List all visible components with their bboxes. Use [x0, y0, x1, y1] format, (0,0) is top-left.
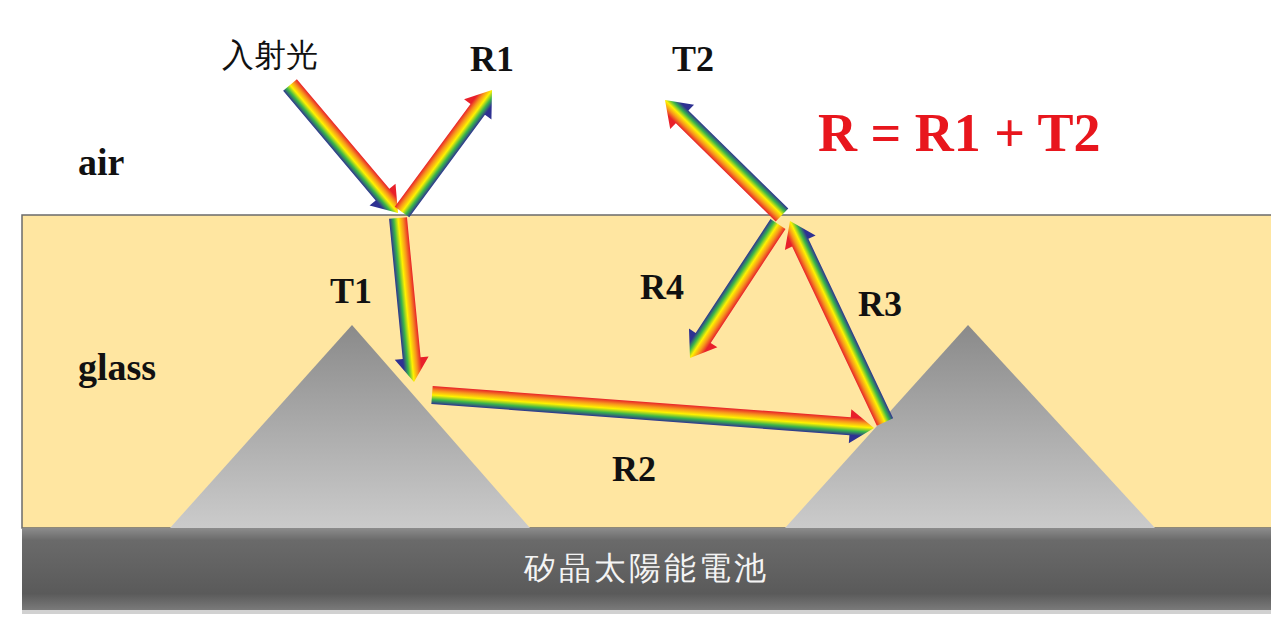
ray-label: R1: [470, 38, 514, 80]
solar-cell-layer: [22, 528, 1271, 610]
ray-label: R3: [858, 283, 902, 325]
incident-light-label: 入射光: [222, 34, 318, 78]
light-rays: [283, 79, 893, 443]
ray-label: R2: [612, 448, 656, 490]
layer-name: 矽晶太陽能電池: [524, 547, 769, 591]
pyramid-texture: [170, 325, 530, 528]
layer-name: glass: [78, 345, 156, 389]
glass-layer: [22, 215, 1271, 528]
ray-label: T2: [672, 38, 714, 80]
cell-shadow: [22, 610, 1271, 614]
formula-label: R = R1 + T2: [818, 102, 1101, 164]
light-ray-arrow: [689, 219, 786, 358]
light-ray-arrow: [389, 217, 429, 382]
ray-label: R4: [640, 266, 684, 308]
light-ray-arrow: [395, 90, 492, 217]
light-ray-arrow: [665, 100, 788, 221]
light-ray-arrow: [431, 386, 874, 443]
medium-label: air: [78, 140, 124, 184]
light-ray-arrow: [283, 79, 398, 213]
solar-cell-box: 矽晶太陽能電池: [22, 528, 1271, 610]
ray-label: T1: [330, 270, 372, 312]
